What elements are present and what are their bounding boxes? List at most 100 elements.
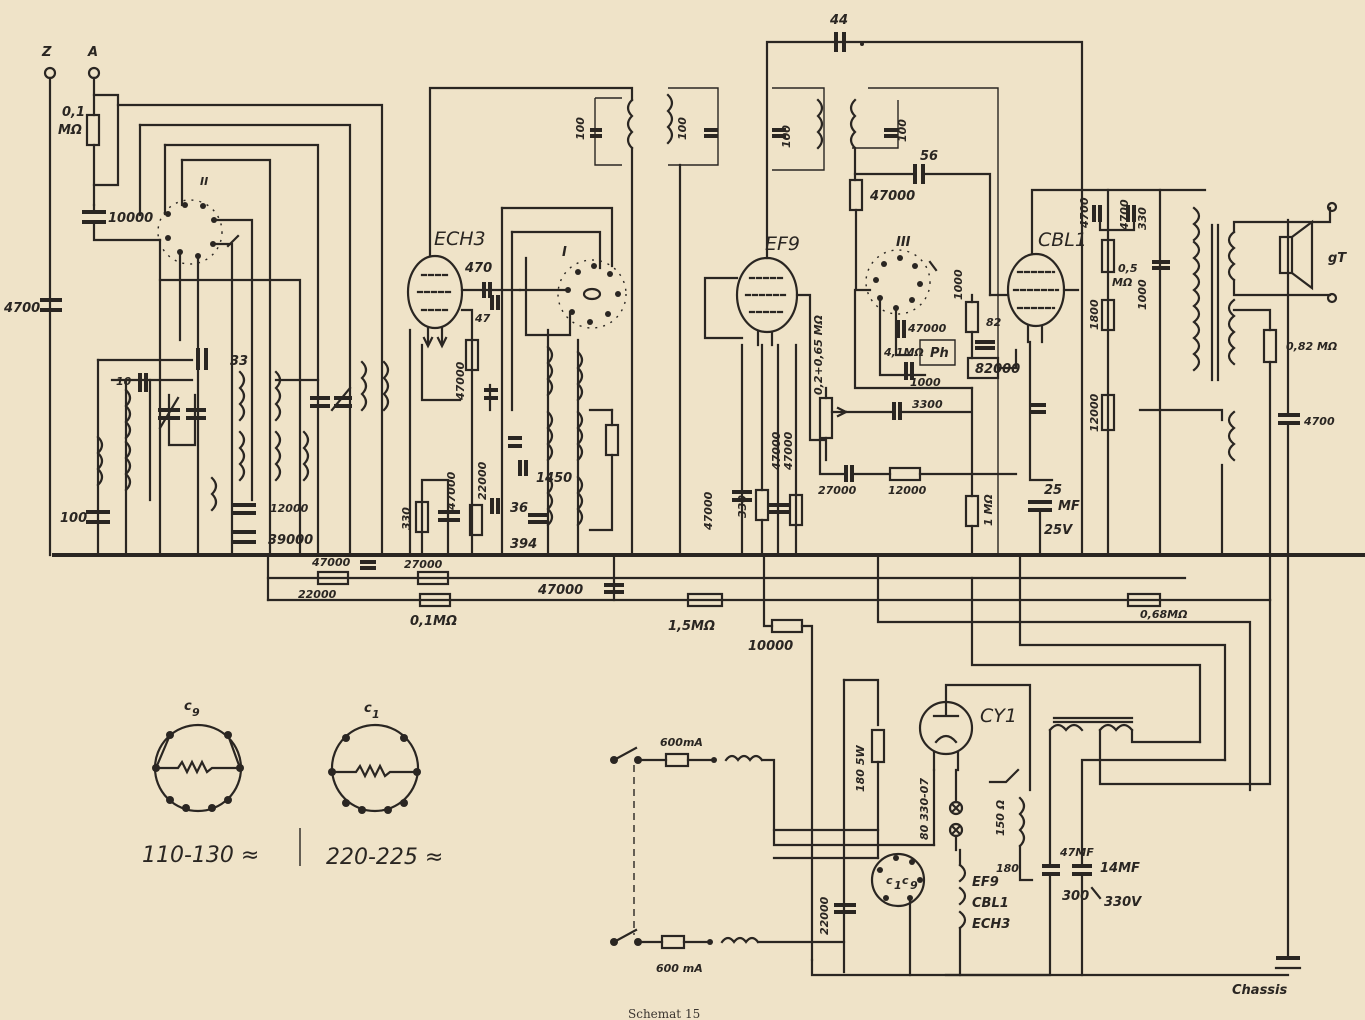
chassis-ground-icon <box>1274 956 1302 970</box>
tube-cbl1 <box>1006 252 1066 344</box>
r-0-82-value: 0,82 MΩ <box>1286 340 1337 353</box>
c-4700-top-value: 4700 <box>1078 197 1091 229</box>
resistor-47000-b <box>316 570 350 586</box>
c-27000-value: 27000 <box>818 484 857 497</box>
choke <box>1018 716 1134 848</box>
selector-right-label: c <box>364 701 372 716</box>
capacitor-4700-left <box>40 298 62 312</box>
resistor-47000-e <box>848 178 864 212</box>
r-47000-b-value: 47000 <box>311 556 351 569</box>
r-1mohm-value: 1 MΩ <box>982 494 995 526</box>
pot-value: 0,2+0,65 MΩ <box>812 315 825 395</box>
c-330-value: 330 <box>1136 207 1149 230</box>
r-12000-c-value: 12000 <box>1088 393 1101 432</box>
c-25mf-unit: MF <box>1058 499 1080 514</box>
fil-ech3-label: ECH3 <box>972 917 1010 932</box>
capacitor-82 <box>975 340 995 350</box>
resistor-22000-a <box>468 503 484 537</box>
plug-c9-sub: 9 <box>910 879 918 892</box>
c-22000-value: 22000 <box>818 896 831 935</box>
ph-label: Ph <box>930 346 949 361</box>
c-25v-value: 25V <box>1044 523 1073 538</box>
fuse-bottom-value: 600 mA <box>656 962 703 975</box>
resistor-180-5w <box>870 728 886 764</box>
c-47mf-value: 47MF <box>1059 846 1094 859</box>
capacitor-47000-b <box>732 490 752 502</box>
c-47-value: 47 <box>474 312 491 325</box>
c-100-b-value: 100 <box>676 117 689 140</box>
selector-left-sub: 9 <box>192 706 200 719</box>
resistor-10000 <box>770 618 804 634</box>
c-47000-a-value: 47000 <box>445 471 458 511</box>
capacitor-47000-a <box>438 510 460 522</box>
c-100-left-value: 100 <box>60 511 87 526</box>
r-ballast-value: 80 330-07 <box>918 778 931 840</box>
c-10-value: 10 <box>116 375 132 388</box>
trimmer-right <box>310 386 352 412</box>
resistor-0-82mohm <box>1262 328 1278 364</box>
coil-group-middle <box>210 360 390 512</box>
capacitor-36 <box>490 498 500 514</box>
c-4700-top2-value: 4700 <box>1118 199 1131 231</box>
terminal-earth: Z <box>41 45 57 80</box>
c-33-value: 33 <box>230 354 248 369</box>
resistor-0-1mohm-bus <box>418 592 452 608</box>
cy1-label: CY1 <box>980 705 1017 727</box>
r-0-5-value: 0,5 <box>1118 262 1138 275</box>
cbl1-label: CBL1 <box>1038 229 1087 251</box>
r-180-value: 180 <box>996 862 1019 875</box>
r-0-5-unit: MΩ <box>1112 276 1132 289</box>
c-10000-value: 10000 <box>108 211 153 226</box>
capacitor-44 <box>834 32 864 52</box>
r-82000-value: 82000 <box>975 362 1020 377</box>
capacitor-4700-right <box>1278 413 1300 425</box>
c-25mf-value: 25 <box>1044 483 1062 498</box>
r-150-value: 150 Ω <box>994 800 1007 836</box>
r-330-a-value: 330 <box>400 507 413 530</box>
r-330-b-value: 330 <box>736 495 749 518</box>
capacitor-1450 <box>518 460 528 476</box>
capacitor-22000 <box>834 903 856 914</box>
capacitor-25mf <box>1028 403 1052 512</box>
r-0-68-value: 0,68MΩ <box>1140 608 1187 621</box>
c-330v-value: 330V <box>1104 895 1142 910</box>
fuse-top <box>664 752 690 768</box>
c-47000-bus-value: 47000 <box>537 583 583 598</box>
filament-chain <box>958 863 967 930</box>
coilset-3: III <box>865 235 938 315</box>
r-12000-b-value: 12000 <box>888 484 927 497</box>
trimmer-set1 <box>484 383 498 412</box>
capacitor-ef9-screen <box>768 503 790 514</box>
plug-c1-label: c <box>886 874 893 887</box>
selector-right-sub: 1 <box>372 708 380 721</box>
capacitor-1000-a <box>904 362 914 380</box>
trimmer-pair <box>158 393 206 447</box>
r-22000-a-value: 22000 <box>476 461 489 500</box>
coilset-1: I <box>557 245 627 329</box>
tube-ech3 <box>406 254 464 349</box>
r-47000-d-value: 47000 <box>782 431 795 471</box>
c-4700-right-value: 4700 <box>1303 415 1335 428</box>
c-1000-a-value: 1000 <box>910 376 941 389</box>
selector-left-range: 110-130 ≈ <box>142 843 259 868</box>
speaker-label: gT <box>1328 251 1347 266</box>
r-10000-value: 10000 <box>748 639 793 654</box>
c-100-c-value: 100 <box>780 125 793 148</box>
c-47000-c-value: 47000 <box>907 322 947 335</box>
c-4700-left-value: 4700 <box>3 301 40 316</box>
capacitor-56 <box>913 164 925 184</box>
c-300-value: 300 <box>1062 889 1089 904</box>
c-82-value: 82 <box>986 316 1002 329</box>
r-47000-c-value: 47000 <box>770 431 783 471</box>
indicator-lamps <box>948 800 964 838</box>
r-0-1-value: 0,1MΩ <box>410 614 457 629</box>
r-22000-b-value: 22000 <box>298 588 337 601</box>
capacitor-394 <box>528 513 548 524</box>
r-12000-a-value: 12000 <box>270 502 309 515</box>
fuse-top-value: 600mA <box>660 736 703 749</box>
earth-label: Z <box>41 45 52 60</box>
chassis-label: Chassis <box>1232 983 1287 998</box>
selector-left-label: c <box>184 699 192 714</box>
fil-cbl1-label: CBL1 <box>972 896 1009 911</box>
r-antenna-unit: MΩ <box>58 123 82 138</box>
